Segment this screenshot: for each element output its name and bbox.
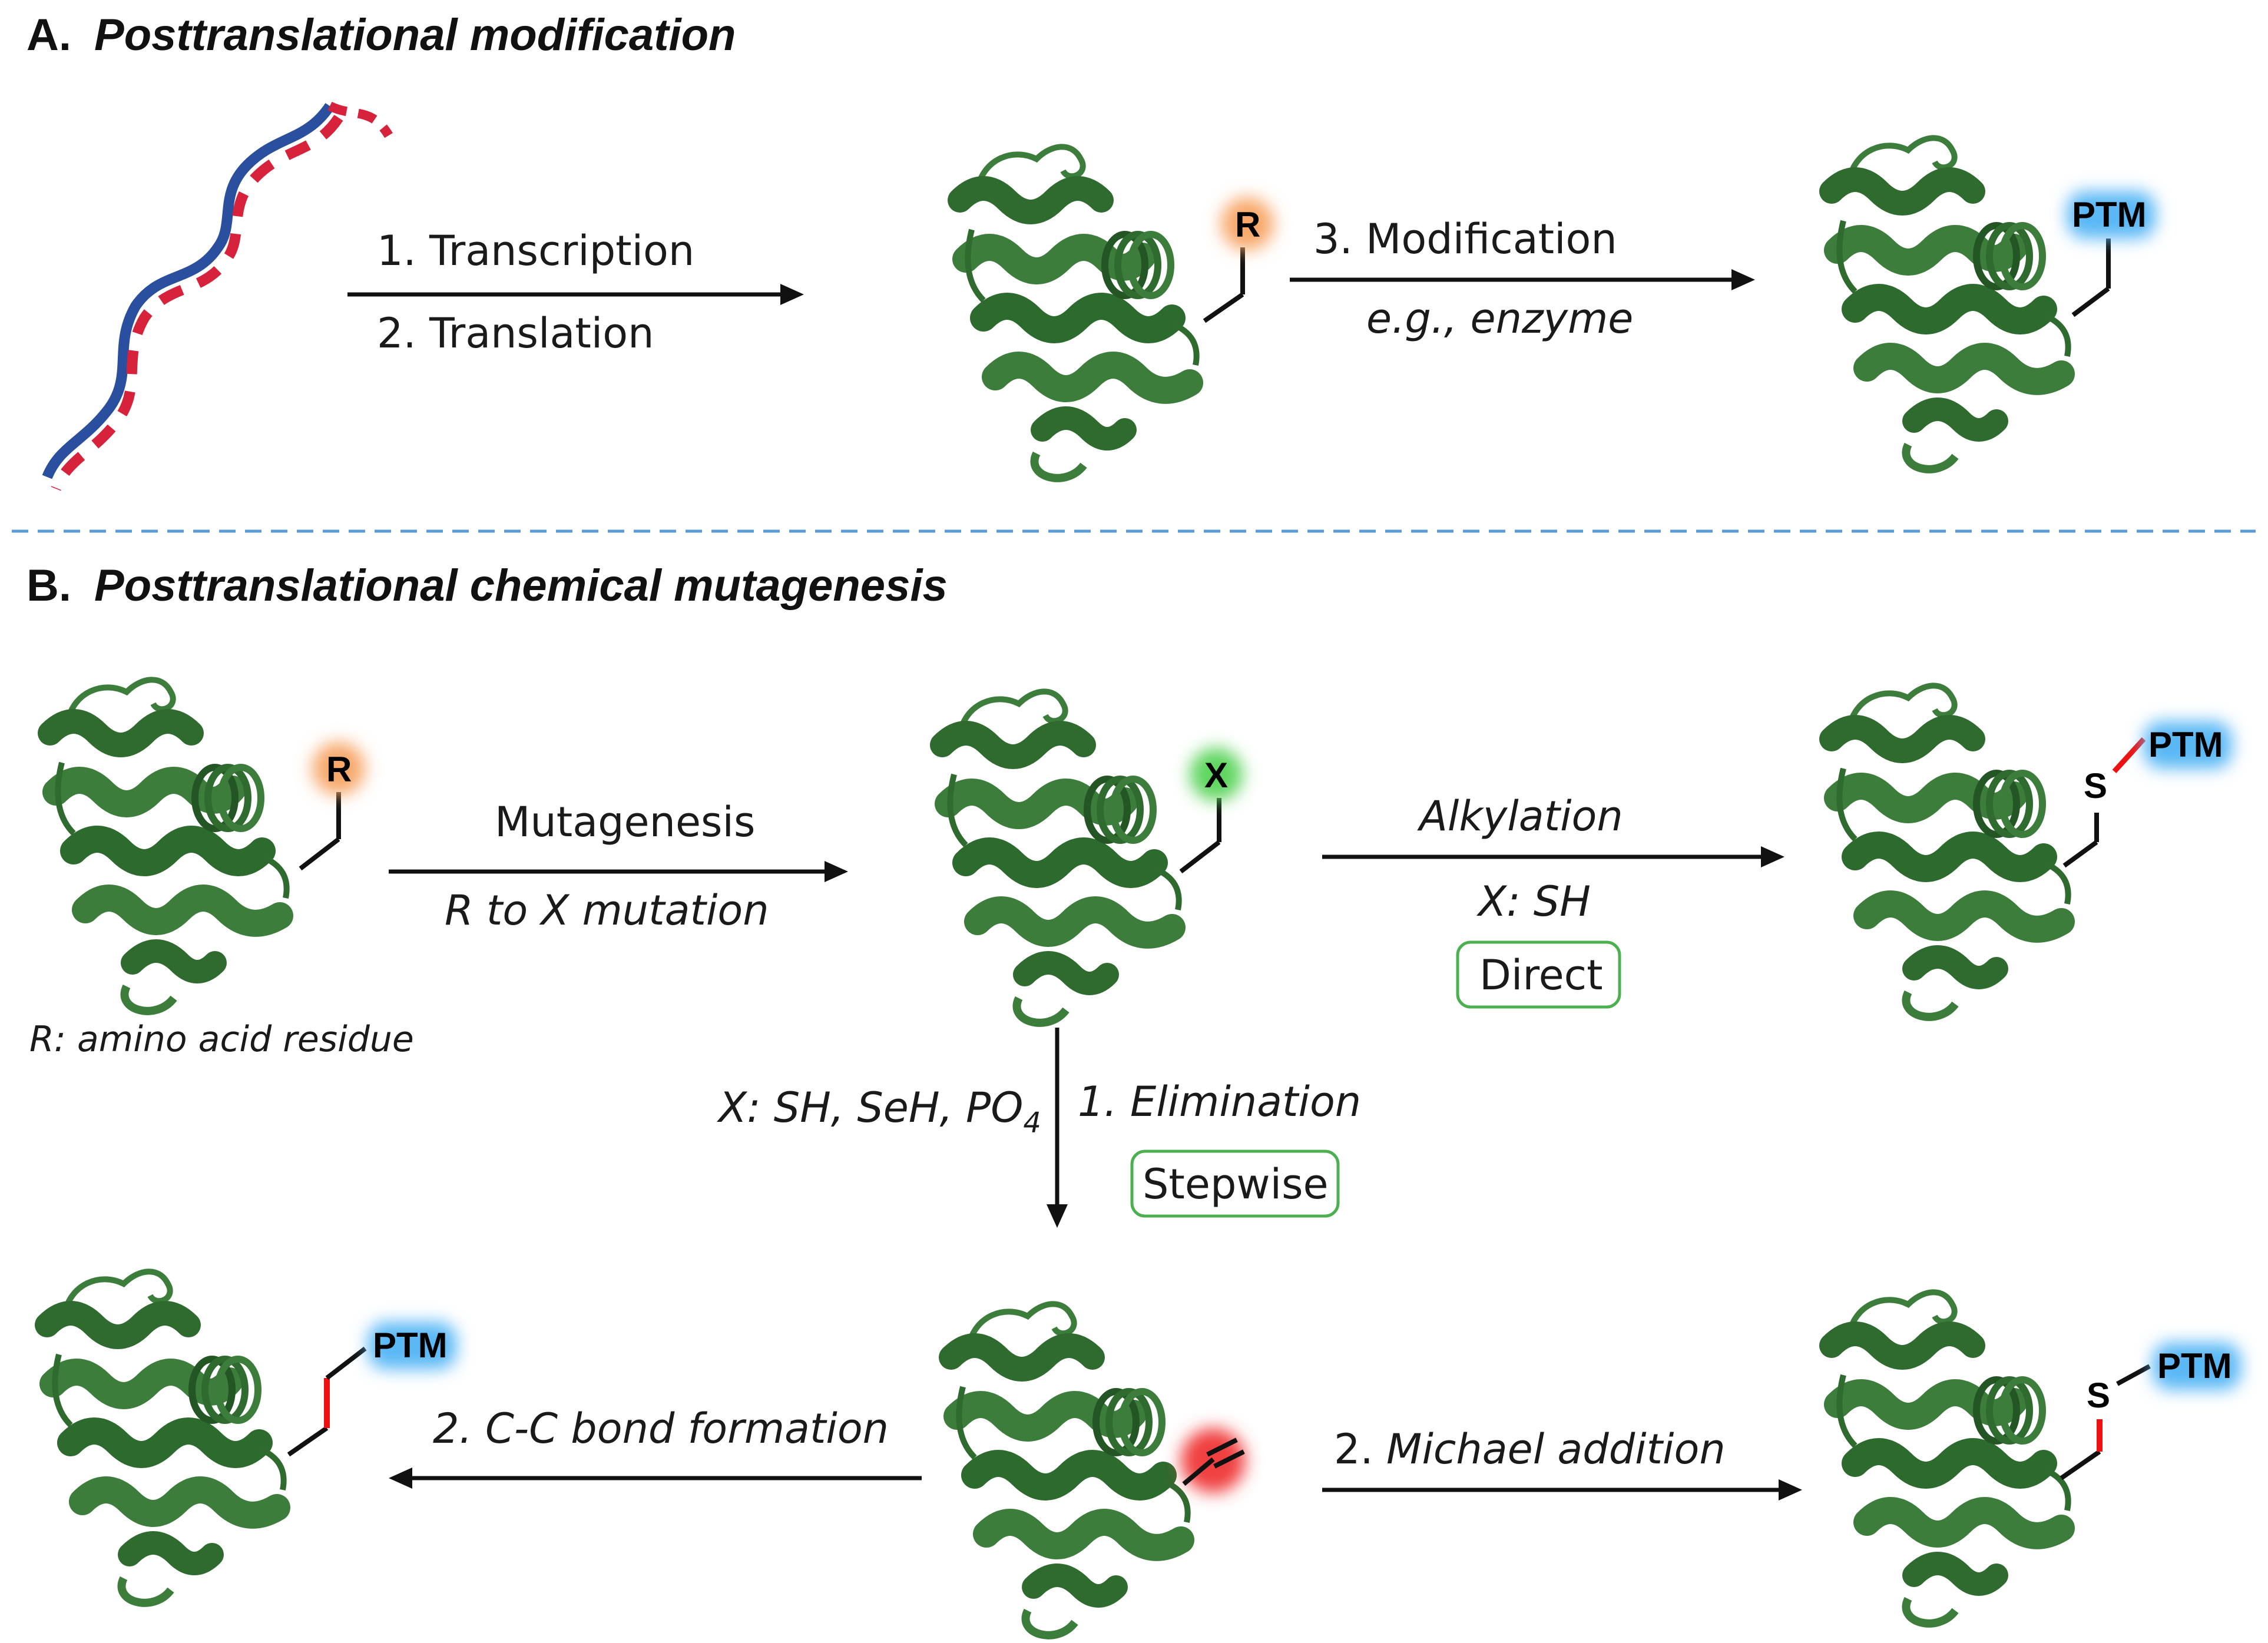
x-glow: [1190, 748, 1243, 801]
label-elim-x: X: SH, SeH, PO4: [716, 1084, 1041, 1140]
protein-a-modified: [1832, 138, 2068, 469]
ptm-glow: [2144, 721, 2232, 768]
panel-b-letter: B.: [27, 561, 71, 611]
side-chain-bond: [325, 1346, 367, 1380]
residue-note: R: amino acid residue: [29, 1019, 414, 1060]
tag-ptm: PTM: [2072, 195, 2147, 234]
side-chain-bond: [1203, 292, 1244, 323]
side-chain-bond: [2062, 840, 2098, 868]
tag-s: S: [2087, 1376, 2110, 1415]
tag-ptm: PTM: [2157, 1346, 2232, 1386]
panel-b-title: Posttranslational chemical mutagenesis: [94, 561, 948, 611]
arrow-head: [389, 1468, 412, 1489]
ptm-glow: [368, 1322, 456, 1369]
arrow-head: [1047, 1204, 1068, 1228]
protein-b-cc-product: [47, 1271, 284, 1602]
elim-x-text: X: SH, SeH, PO: [716, 1084, 1023, 1132]
protein-b-wildtype: [50, 680, 287, 1011]
direct-label: Direct: [1479, 951, 1603, 999]
tag-s: S: [2084, 766, 2107, 806]
tag-r: R: [326, 750, 352, 789]
label-alkylation: Alkylation: [1417, 792, 1623, 840]
side-chain-bond: [2060, 1449, 2101, 1480]
protein-b-mutant: [942, 691, 1179, 1022]
panel-a-title: Posttranslational modification: [94, 10, 736, 60]
side-chain-bond: [287, 1426, 329, 1457]
tag-r: R: [1235, 205, 1260, 244]
protein-b-dehydro: [951, 1304, 1188, 1635]
alkene-double-bond: [1206, 1437, 1238, 1457]
arrow-head: [1761, 846, 1784, 867]
ptm-glow: [2067, 191, 2156, 238]
direct-box: [1456, 940, 1621, 1009]
arrow-head: [825, 861, 848, 882]
stepwise-box: [1130, 1150, 1340, 1218]
residue-glow: [1221, 197, 1274, 250]
side-chain-bond: [2071, 286, 2110, 317]
label-michael: 2. Michael addition: [1334, 1425, 1726, 1473]
side-chain-bond: [2116, 1364, 2151, 1386]
protein-b-michael-product: [1832, 1292, 2068, 1623]
arrow-head: [1731, 269, 1755, 290]
protein-a-unmodified: [960, 147, 1197, 478]
dna-helix: [47, 106, 389, 489]
arrow-head: [1779, 1479, 1802, 1500]
label-elimination: 1. Elimination: [1078, 1078, 1361, 1126]
side-chain-bond: [299, 837, 340, 871]
tag-ptm: PTM: [2148, 725, 2223, 764]
arrow-head: [780, 284, 804, 305]
tag-ptm: PTM: [373, 1326, 448, 1365]
michael-text-italic: Michael addition: [1386, 1425, 1726, 1473]
label-mutagenesis: Mutagenesis: [495, 798, 755, 846]
step-enzyme: e.g., enzyme: [1366, 294, 1633, 343]
label-alkylation-x: X: SH: [1476, 877, 1591, 926]
alkene-bond: [1182, 1457, 1215, 1486]
step-translation: 2. Translation: [377, 309, 654, 357]
tag-x: X: [1204, 756, 1228, 795]
new-bond: [2112, 737, 2146, 774]
side-chain-bond: [1179, 840, 1221, 874]
stepwise-label: Stepwise: [1143, 1160, 1329, 1208]
alkene-double-bond: [1213, 1449, 1245, 1469]
label-cc-bond: 2. C-C bond formation: [433, 1404, 889, 1453]
residue-glow: [312, 742, 365, 795]
panel-a-letter: A.: [27, 10, 71, 60]
label-mutation: R to X mutation: [445, 886, 769, 935]
step-transcription: 1. Transcription: [377, 227, 694, 275]
ptm-glow: [2153, 1343, 2241, 1390]
protein-b-alkylated: [1832, 685, 2068, 1016]
michael-text: 2.: [1334, 1425, 1386, 1473]
step-modification: 3. Modification: [1313, 215, 1617, 263]
elim-x-sub: 4: [1023, 1107, 1041, 1140]
